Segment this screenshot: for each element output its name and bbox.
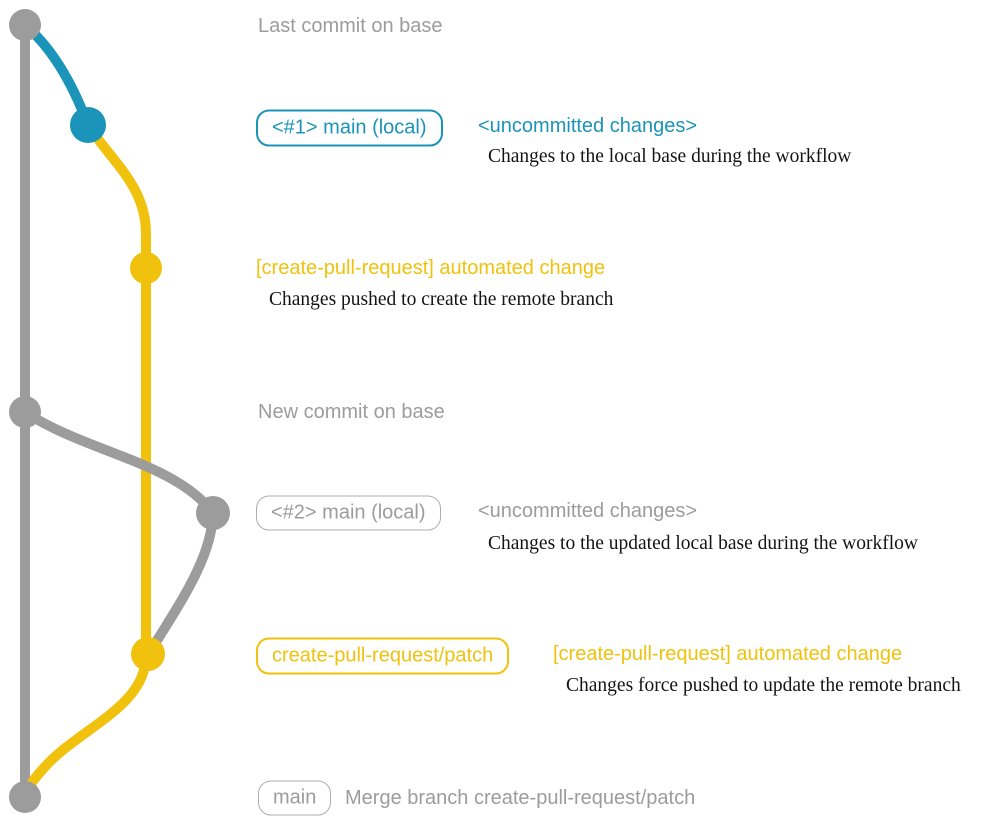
branch-badge-patch: create-pull-request/patch bbox=[256, 637, 510, 675]
commit-dot-patch-branch bbox=[131, 637, 165, 671]
label-new-commit-on-base: New commit on base bbox=[258, 401, 445, 423]
description-updated-local-base-changes: Changes to the updated local base during… bbox=[488, 533, 918, 554]
remote-branch-merge-line bbox=[20, 650, 151, 802]
commit-dot-last-commit-on-base bbox=[9, 9, 41, 41]
commit-dot-local-main-2 bbox=[196, 496, 230, 530]
git-graph bbox=[9, 9, 230, 813]
description-force-pushed-to-update: Changes force pushed to update the remot… bbox=[566, 675, 961, 696]
commit-dot-automated-change-1 bbox=[130, 252, 162, 284]
status-uncommitted-changes-1: <uncommitted changes> bbox=[478, 115, 698, 137]
branch-badge-main-local-1: <#1> main (local) bbox=[256, 109, 443, 147]
label-last-commit-on-base: Last commit on base bbox=[258, 15, 443, 37]
commit-dot-new-commit-on-base bbox=[9, 396, 41, 428]
commit-message-merge: Merge branch create-pull-request/patch bbox=[345, 787, 696, 809]
commit-dot-local-main-1 bbox=[70, 107, 106, 143]
commit-message-automated-change-2: [create-pull-request] automated change bbox=[553, 643, 903, 665]
commit-dot-merge bbox=[9, 781, 41, 813]
description-local-base-changes: Changes to the local base during the wor… bbox=[488, 146, 852, 167]
updated-local-branch-line bbox=[20, 407, 219, 657]
branch-badge-main-local-2: <#2> main (local) bbox=[256, 495, 441, 531]
branch-badge-main: main bbox=[258, 780, 332, 816]
remote-branch-line bbox=[83, 120, 151, 660]
commit-message-automated-change-1: [create-pull-request] automated change bbox=[256, 257, 606, 279]
status-uncommitted-changes-2: <uncommitted changes> bbox=[478, 500, 698, 522]
description-pushed-to-create: Changes pushed to create the remote bran… bbox=[269, 289, 614, 310]
